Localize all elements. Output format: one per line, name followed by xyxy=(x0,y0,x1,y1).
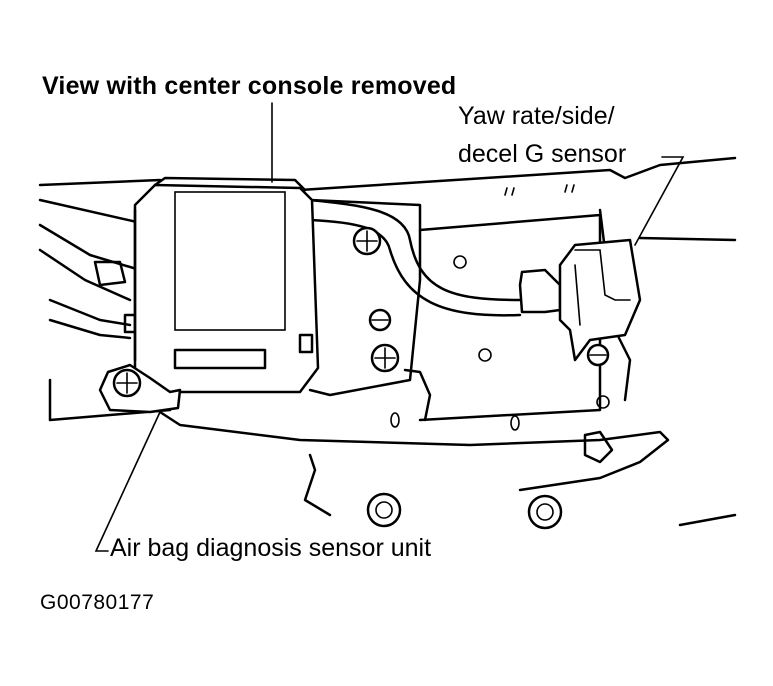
bolts xyxy=(112,226,610,530)
bolt xyxy=(366,492,402,528)
bolt xyxy=(527,494,563,530)
bolt xyxy=(368,308,392,332)
yaw-sensor-label-line2: decel G sensor xyxy=(458,140,627,168)
bolt xyxy=(352,226,382,256)
airbag-sensor-unit xyxy=(98,176,320,414)
leader-line-airbag xyxy=(94,411,161,552)
yaw-rate-sensor xyxy=(518,238,642,362)
view-title: View with center console removed xyxy=(42,72,457,100)
figure-id: G00780177 xyxy=(40,591,155,614)
bolt xyxy=(112,368,142,398)
airbag-unit-label: Air bag diagnosis sensor unit xyxy=(110,534,432,562)
yaw-sensor-label-line1: Yaw rate/side/ xyxy=(458,102,615,130)
bolt xyxy=(370,343,400,373)
floor-panel xyxy=(38,156,737,527)
bolt xyxy=(586,343,610,367)
wire-harness xyxy=(38,198,522,340)
leader-lines xyxy=(94,102,685,552)
leader-line-yaw xyxy=(634,156,685,246)
